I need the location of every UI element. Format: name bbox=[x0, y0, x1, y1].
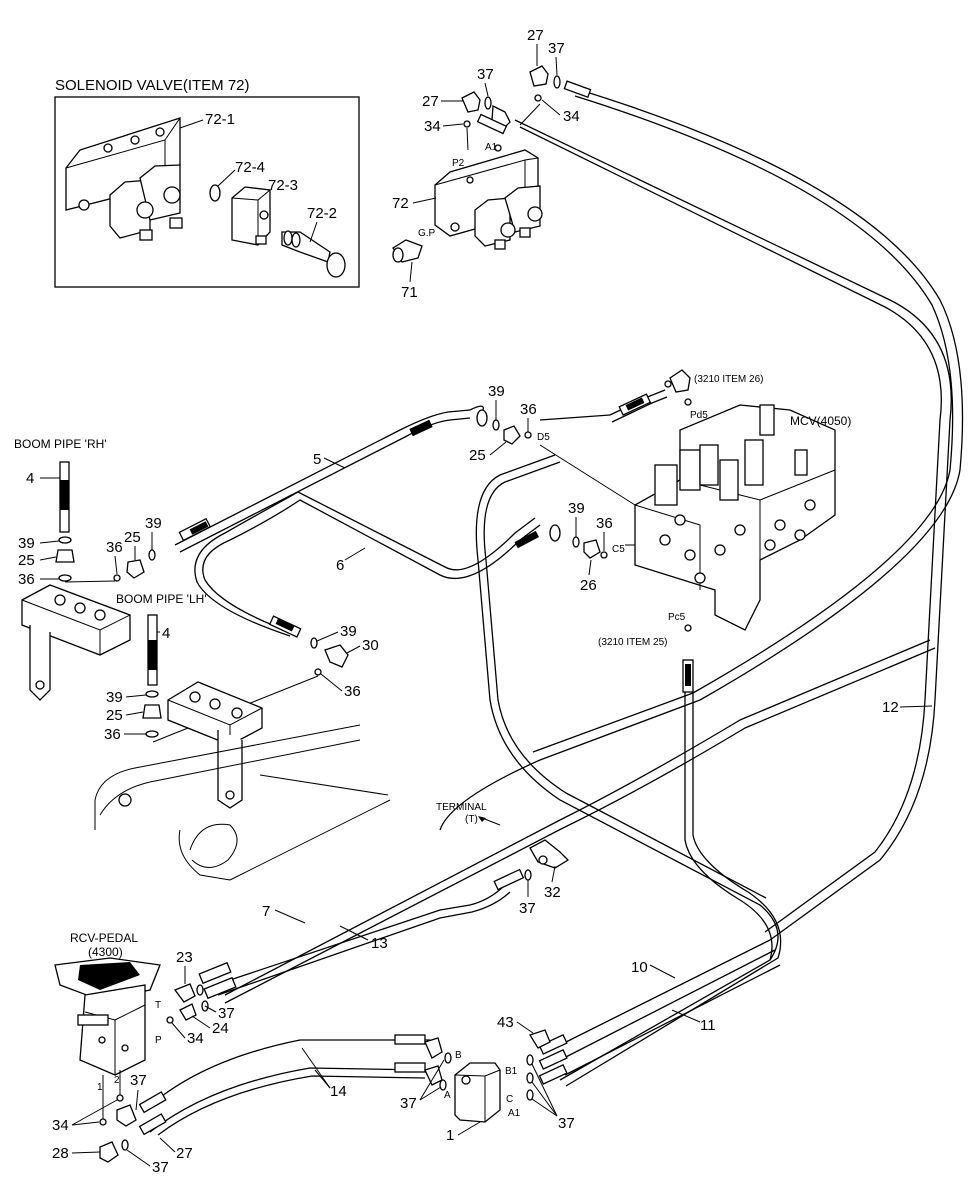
mcv-block: MCV(4050) Pd5 D5 C5 Pc5 (3210 ITEM 26) (… bbox=[537, 369, 851, 648]
callout-34c: 34 bbox=[187, 1030, 204, 1047]
port-c: C bbox=[506, 1094, 513, 1105]
label-72-3: 72-3 bbox=[268, 177, 298, 194]
port-d5: D5 bbox=[537, 432, 550, 443]
label-72-1: 72-1 bbox=[205, 111, 235, 128]
callout-39a: 39 bbox=[488, 383, 505, 400]
terminal-label: TERMINAL bbox=[436, 802, 487, 813]
callout-28: 28 bbox=[52, 1145, 69, 1162]
item25-label: (3210 ITEM 25) bbox=[598, 637, 667, 648]
callout-36f: 36 bbox=[596, 515, 613, 532]
callout-34b: 34 bbox=[563, 108, 580, 125]
callout-12: 12 bbox=[882, 699, 899, 716]
callout-25a: 25 bbox=[469, 447, 486, 464]
callout-37c: 37 bbox=[519, 900, 536, 917]
callout-71: 71 bbox=[401, 284, 418, 301]
rcv-pedal: RCV-PEDAL (4300) T P 1 2 23 37 24 34 37 bbox=[52, 931, 235, 1176]
callout-37a: 37 bbox=[477, 66, 494, 83]
port-p2: P2 bbox=[452, 158, 465, 169]
mcv-label: MCV(4050) bbox=[790, 414, 851, 428]
terminal-t-label: (T) bbox=[465, 814, 478, 825]
callout-7: 7 bbox=[262, 903, 270, 920]
hose-fittings bbox=[138, 80, 694, 1136]
callout-37g: 37 bbox=[130, 1072, 147, 1089]
callout-36c: 36 bbox=[106, 539, 123, 556]
port-t: T bbox=[155, 1000, 161, 1011]
callout-6: 6 bbox=[336, 557, 344, 574]
callout-24: 24 bbox=[212, 1020, 229, 1037]
inset-title: SOLENOID VALVE(ITEM 72) bbox=[55, 77, 250, 94]
port-a1b: A1 bbox=[508, 1108, 521, 1119]
callout-27b: 27 bbox=[527, 27, 544, 44]
boom-lh-label: BOOM PIPE 'LH' bbox=[116, 592, 207, 606]
port-c5: C5 bbox=[612, 544, 625, 555]
item26-label: (3210 ITEM 26) bbox=[694, 374, 763, 385]
terminal: TERMINAL (T) 32 37 bbox=[436, 802, 570, 917]
boom-pipe-lh: BOOM PIPE 'LH' 4 39 25 36 bbox=[104, 592, 263, 809]
callout-39d: 39 bbox=[106, 689, 123, 706]
boom-outline bbox=[94, 724, 391, 881]
callout-4a: 4 bbox=[26, 470, 34, 487]
port-b1: B1 bbox=[505, 1066, 518, 1077]
rcv-number: (4300) bbox=[88, 945, 123, 959]
callout-37h: 37 bbox=[152, 1159, 169, 1176]
callout-32: 32 bbox=[544, 884, 561, 901]
callout-36e: 36 bbox=[104, 726, 121, 743]
callout-25b: 25 bbox=[18, 552, 35, 569]
callout-26: 26 bbox=[580, 577, 597, 594]
port-block-1: B A B1 C A1 43 37 37 1 bbox=[400, 1014, 575, 1144]
callout-37d: 37 bbox=[218, 1005, 235, 1022]
callout-39e: 39 bbox=[340, 623, 357, 640]
callout-14: 14 bbox=[330, 1083, 347, 1100]
callout-36d: 36 bbox=[344, 683, 361, 700]
hose-callouts: 12 7 13 10 11 14 bbox=[262, 699, 933, 1100]
port-gp: G.P bbox=[418, 228, 436, 239]
callout-36b: 36 bbox=[18, 571, 35, 588]
hoses bbox=[144, 89, 964, 1136]
callout-37b: 37 bbox=[548, 40, 565, 57]
callout-27a: 27 bbox=[422, 93, 439, 110]
callout-23: 23 bbox=[176, 949, 193, 966]
callout-4b: 4 bbox=[162, 625, 170, 642]
callout-30: 30 bbox=[362, 637, 379, 654]
port-a: A bbox=[444, 1090, 451, 1101]
callout-1: 1 bbox=[446, 1127, 454, 1144]
callout-39c: 39 bbox=[145, 515, 162, 532]
callout-43: 43 bbox=[497, 1014, 514, 1031]
boom-fittings-middle: 36 25 39 bbox=[106, 515, 162, 582]
callout-11: 11 bbox=[700, 1017, 716, 1034]
boom-rh-label: BOOM PIPE 'RH' bbox=[14, 437, 107, 451]
port-b: B bbox=[455, 1050, 462, 1061]
callout-27c: 27 bbox=[176, 1145, 193, 1162]
callout-5: 5 bbox=[313, 451, 321, 468]
port-a1: A1 bbox=[485, 142, 498, 153]
callout-37f: 37 bbox=[558, 1115, 575, 1132]
callout-72: 72 bbox=[392, 195, 409, 212]
label-72-2: 72-2 bbox=[307, 205, 337, 222]
callout-25c: 25 bbox=[124, 529, 141, 546]
rcv-label: RCV-PEDAL bbox=[70, 931, 138, 945]
callout-39b: 39 bbox=[18, 535, 35, 552]
mid-fittings: 39 36 25 39 36 26 5 6 39 30 36 bbox=[152, 383, 613, 743]
callout-39f: 39 bbox=[568, 500, 585, 517]
callout-34a: 34 bbox=[424, 118, 441, 135]
callout-13: 13 bbox=[371, 935, 388, 952]
solenoid-valve-inset: SOLENOID VALVE(ITEM 72) 72-1 72-4 72-3 7… bbox=[54, 77, 360, 288]
port-1: 1 bbox=[97, 1082, 103, 1093]
callout-10: 10 bbox=[631, 959, 648, 976]
label-72-4: 72-4 bbox=[235, 159, 265, 176]
solenoid-valve-72: 72 P2 A1 G.P 71 27 37 27 37 34 34 bbox=[392, 27, 580, 301]
boom-pipe-rh: BOOM PIPE 'RH' 4 39 25 36 bbox=[14, 437, 131, 701]
callout-25d: 25 bbox=[106, 707, 123, 724]
port-2: 2 bbox=[114, 1075, 120, 1086]
callout-34d: 34 bbox=[52, 1117, 69, 1134]
port-pd5: Pd5 bbox=[690, 410, 708, 421]
port-p: P bbox=[155, 1035, 162, 1046]
port-pc5: Pc5 bbox=[668, 612, 686, 623]
callout-36a: 36 bbox=[520, 401, 537, 418]
callout-37e: 37 bbox=[400, 1095, 417, 1112]
